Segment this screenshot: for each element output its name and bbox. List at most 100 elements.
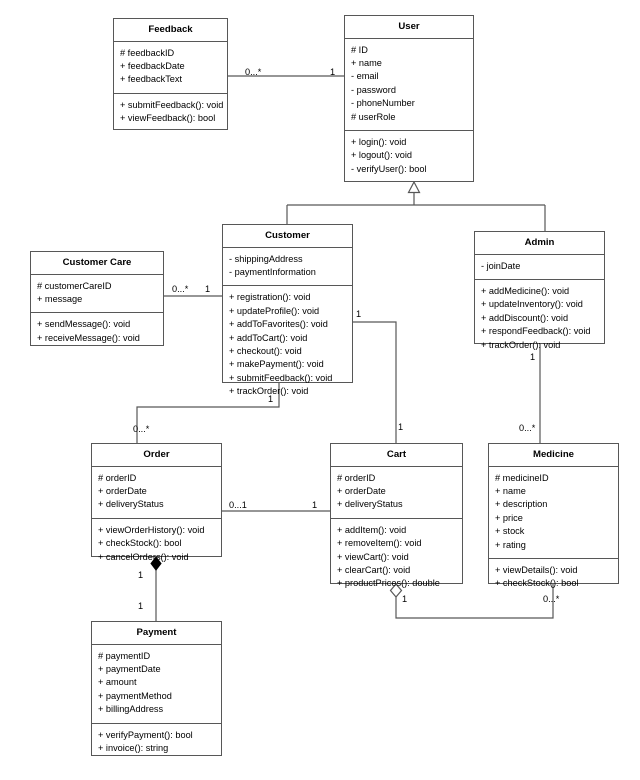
class-box-feedback[interactable]: Feedback # feedbackID + feedbackDate + fee… bbox=[113, 18, 228, 130]
class-box-customer[interactable]: Customer - shippingAddress- paymentInfor… bbox=[222, 224, 353, 396]
class-member-row: + message bbox=[37, 294, 83, 304]
class-member-row: + viewCart(): void bbox=[337, 551, 409, 562]
class-member-row: + stock bbox=[495, 526, 525, 537]
composition-diamond-order bbox=[150, 556, 162, 571]
class-member-row: + respondFeedback(): void bbox=[481, 326, 591, 337]
class-title-payment: Payment bbox=[92, 622, 221, 645]
class-attributes-customer-care: # customerCareID + message bbox=[31, 275, 163, 314]
class-member-row: + name bbox=[495, 486, 526, 496]
class-title-customer-care: Customer Care bbox=[31, 252, 163, 275]
multiplicity-label: 0...* bbox=[543, 594, 560, 604]
class-member-row: + addToCart(): void bbox=[229, 332, 308, 343]
class-member-row: + registration(): void bbox=[229, 292, 311, 303]
class-box-customer-care[interactable]: Customer Care # customerCareID+ message … bbox=[30, 251, 164, 346]
class-attributes-customer: - shippingAddress- paymentInformation bbox=[223, 248, 352, 287]
class-member-row: + checkout(): void bbox=[229, 346, 302, 357]
class-methods-feedback: + submitFeedback(): void+ viewFeedback()… bbox=[114, 94, 227, 132]
class-member-row: + viewDetails(): void bbox=[495, 565, 578, 576]
class-member-row: + addDiscount(): void bbox=[481, 312, 569, 323]
class-member-row: # customerCareID bbox=[37, 280, 112, 291]
connector-cart-medicine bbox=[395, 584, 554, 619]
class-member-row: + paymentDate bbox=[98, 664, 161, 674]
class-member-row: - verifyUser(): bool bbox=[351, 163, 427, 174]
class-member-row: # medicineID bbox=[495, 472, 549, 483]
class-title-feedback: Feedback bbox=[114, 19, 227, 42]
class-attributes-order: # orderID + orderDate + deliveryStatus bbox=[92, 467, 221, 519]
multiplicity-label: 0...* bbox=[133, 424, 150, 434]
class-member-row: + removeItem(): void bbox=[337, 538, 422, 549]
class-member-row: # ID bbox=[351, 44, 368, 55]
class-member-row: + checkStock(): bool bbox=[98, 538, 182, 549]
class-methods-customer: + registration(): void + updateProfile():… bbox=[223, 286, 352, 404]
class-member-row: + deliveryStatus bbox=[337, 499, 403, 510]
class-methods-payment: + verifyPayment(): bool + invoice(): stri… bbox=[92, 724, 221, 762]
multiplicity-label: 1 bbox=[205, 284, 211, 294]
class-member-row: - paymentInformation bbox=[229, 267, 316, 277]
class-title-admin: Admin bbox=[475, 232, 604, 255]
multiplicity-label: 1 bbox=[138, 601, 144, 611]
class-member-row: + login(): void bbox=[351, 137, 407, 148]
class-member-row: + deliveryStatus bbox=[98, 499, 164, 510]
class-attributes-feedback: # feedbackID + feedbackDate + feedbackText bbox=[114, 42, 227, 94]
class-title-cart: Cart bbox=[331, 444, 462, 467]
aggregation-diamond-cart bbox=[389, 583, 403, 598]
class-attributes-medicine: # medicineID+ name+ description+ price+ … bbox=[489, 467, 618, 560]
class-member-row: - password bbox=[351, 84, 396, 95]
class-attributes-cart: # orderID + orderDate + deliveryStatus bbox=[331, 467, 462, 519]
connector-user-generalization bbox=[286, 192, 546, 231]
class-methods-order: + viewOrderHistory(): void+ checkStock()… bbox=[92, 519, 221, 570]
class-box-order[interactable]: Order # orderID + orderDate + deliveryStat… bbox=[91, 443, 222, 562]
class-member-row: # orderID bbox=[98, 472, 137, 483]
class-member-row: + cancelOrders(): void bbox=[98, 551, 189, 562]
class-title-order: Order bbox=[92, 444, 221, 467]
multiplicity-label: 0...* bbox=[172, 284, 189, 294]
multiplicity-label: 1 bbox=[402, 594, 408, 604]
class-member-row: + paymentMethod bbox=[98, 690, 172, 701]
class-member-row: + logout(): void bbox=[351, 150, 413, 161]
class-member-row: + addItem(): void bbox=[337, 524, 407, 535]
connector-customer-cart bbox=[353, 321, 397, 443]
class-member-row: # orderID bbox=[337, 472, 376, 483]
multiplicity-label: 1 bbox=[398, 422, 404, 432]
class-member-row: + trackOrder(): void bbox=[229, 386, 309, 397]
class-member-row: # feedbackID bbox=[120, 47, 175, 58]
class-member-row: + price bbox=[495, 512, 523, 523]
class-member-row: + feedbackText bbox=[120, 74, 183, 85]
multiplicity-label: 0...1 bbox=[229, 500, 247, 510]
class-member-row: + orderDate bbox=[98, 486, 147, 496]
class-member-row: + updateInventory(): void bbox=[481, 299, 583, 310]
multiplicity-label: 1 bbox=[312, 500, 318, 510]
class-member-row: + viewFeedback(): bool bbox=[120, 113, 216, 124]
class-member-row: + receiveMessage(): void bbox=[37, 332, 140, 343]
class-methods-user: + login(): void + logout(): void - verifyU… bbox=[345, 131, 473, 182]
multiplicity-label: 0...* bbox=[519, 423, 536, 433]
class-member-row: # paymentID bbox=[98, 650, 151, 661]
multiplicity-label: 1 bbox=[138, 570, 144, 580]
connector-customer-order bbox=[136, 383, 280, 443]
class-box-medicine[interactable]: Medicine # medicineID+ name+ description… bbox=[488, 443, 619, 588]
multiplicity-label: 1 bbox=[330, 67, 336, 77]
class-member-row: - email bbox=[351, 71, 379, 82]
class-member-row: + verifyPayment(): bool bbox=[98, 729, 193, 740]
class-member-row: # userRole bbox=[351, 111, 396, 122]
multiplicity-label: 1 bbox=[268, 394, 274, 404]
class-box-admin[interactable]: Admin - joinDate + addMedicine(): void+ … bbox=[474, 231, 605, 350]
class-methods-medicine: + viewDetails(): void+ checkStock(): boo… bbox=[489, 559, 618, 597]
class-member-row: + trackOrder(): void bbox=[481, 339, 561, 350]
class-title-customer: Customer bbox=[223, 225, 352, 248]
class-title-medicine: Medicine bbox=[489, 444, 618, 467]
class-member-row: + clearCart(): void bbox=[337, 565, 411, 576]
class-member-row: + submitFeedback(): void bbox=[229, 372, 333, 383]
class-member-row: + invoice(): string bbox=[98, 743, 169, 754]
class-box-cart[interactable]: Cart # orderID + orderDate + deliveryStatu… bbox=[330, 443, 463, 588]
class-member-row: + amount bbox=[98, 677, 137, 688]
class-member-row: + orderDate bbox=[337, 486, 386, 496]
class-box-user[interactable]: User # ID+ name- email- password- phoneN… bbox=[344, 15, 474, 182]
class-box-payment[interactable]: Payment # paymentID + paymentDate + amount… bbox=[91, 621, 222, 756]
class-member-row: + feedbackDate bbox=[120, 61, 185, 71]
class-member-row: + updateProfile(): void bbox=[229, 305, 320, 316]
multiplicity-label: 1 bbox=[356, 309, 362, 319]
class-methods-cart: + addItem(): void + removeItem(): void + v… bbox=[331, 519, 462, 597]
